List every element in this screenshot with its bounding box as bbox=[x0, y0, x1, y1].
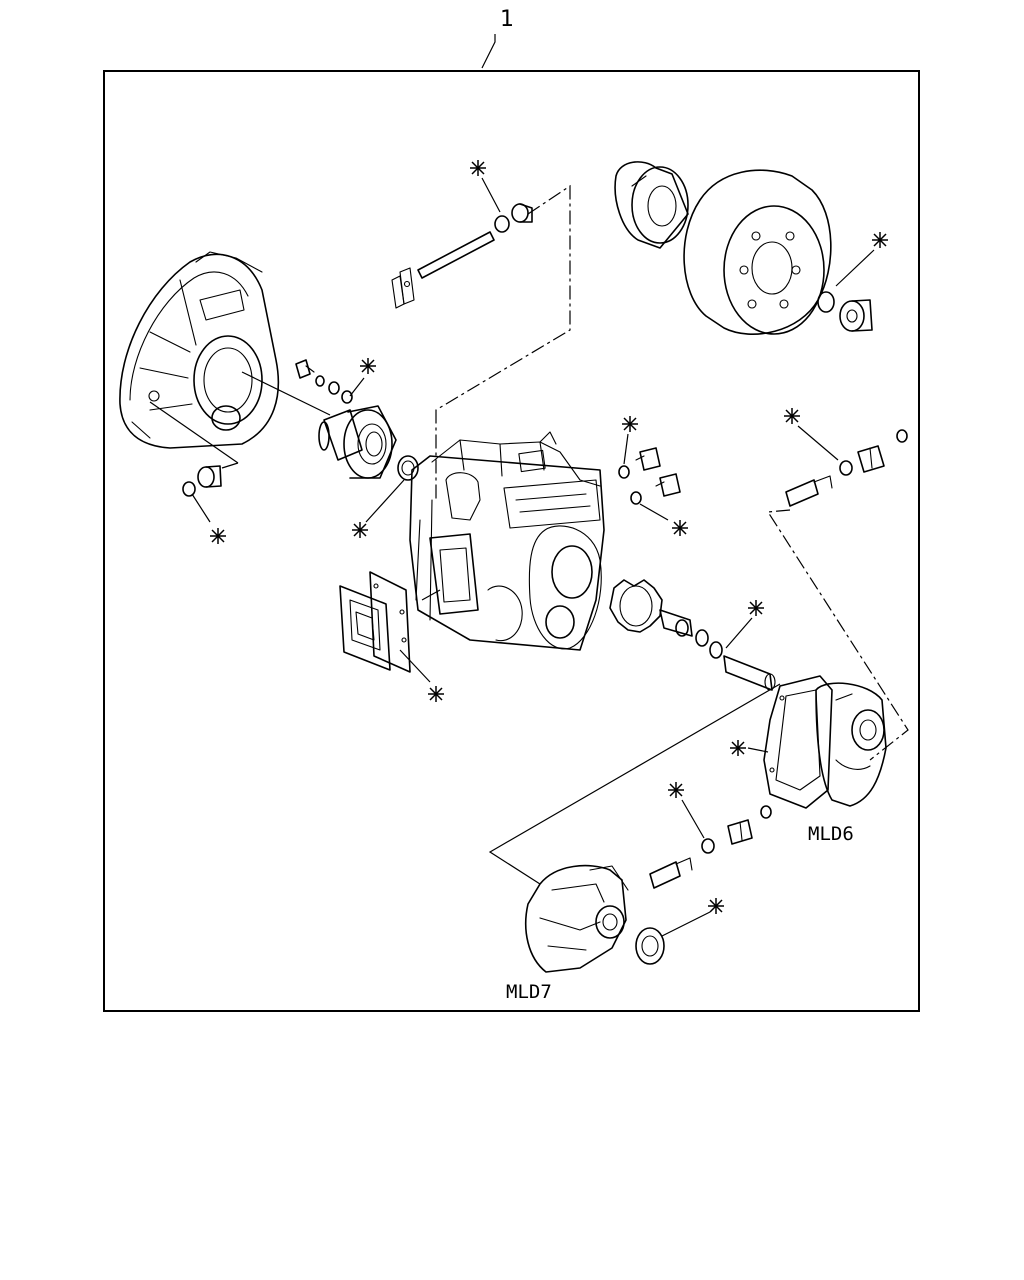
mld6-sensor-parts bbox=[785, 429, 908, 507]
pulley-hub bbox=[614, 161, 689, 249]
diagram-frame bbox=[103, 70, 920, 1012]
shaft-oring bbox=[709, 641, 723, 659]
cover-gasket bbox=[429, 533, 479, 615]
callout-leader bbox=[481, 34, 496, 69]
pump-body bbox=[409, 431, 605, 651]
callout-number: 1 bbox=[500, 7, 514, 32]
pump-fittings bbox=[618, 447, 681, 505]
damper-bushing bbox=[817, 291, 873, 332]
drive-hub bbox=[318, 405, 397, 479]
flywheel-housing bbox=[119, 251, 280, 449]
dowel-bushing bbox=[182, 465, 222, 497]
mld7-sensor-parts bbox=[649, 805, 772, 889]
assembly-label-mld6: MLD6 bbox=[808, 823, 854, 845]
assembly-label-mld7: MLD7 bbox=[506, 981, 552, 1003]
hub-bolt-set bbox=[295, 359, 353, 404]
drive-shaft bbox=[723, 655, 776, 691]
side-cover-plates bbox=[339, 571, 411, 673]
mld7-housing bbox=[524, 864, 629, 973]
pulley-damper bbox=[683, 169, 832, 335]
drive-gear bbox=[609, 579, 709, 647]
rod-assembly bbox=[391, 203, 533, 309]
mld6-housing bbox=[763, 675, 887, 809]
mld7-seal bbox=[635, 927, 665, 965]
